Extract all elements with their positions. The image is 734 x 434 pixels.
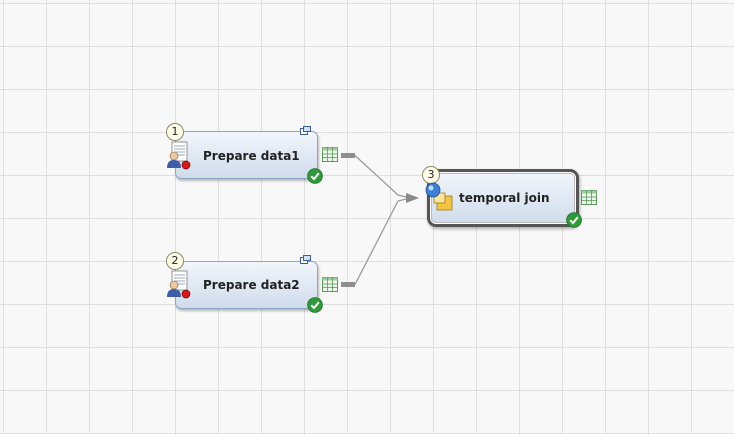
query-builder-icon — [167, 270, 191, 299]
node-number-badge: 1 — [166, 123, 184, 141]
annotation-icon[interactable] — [300, 126, 311, 135]
join-icon — [425, 182, 453, 211]
node-label: Prepare data2 — [203, 278, 300, 292]
node-number-badge: 3 — [422, 166, 440, 184]
check-icon — [566, 212, 582, 228]
query-builder-icon — [167, 141, 191, 170]
output-table-icon[interactable] — [581, 190, 597, 205]
connector-2-3[interactable] — [341, 198, 407, 287]
node-temporal-join[interactable]: temporal join — [427, 169, 579, 227]
check-icon — [307, 168, 323, 184]
node-prepare-data1[interactable]: Prepare data1 — [175, 131, 318, 179]
output-table-icon[interactable] — [322, 277, 338, 292]
node-label: Prepare data1 — [203, 149, 300, 163]
node-label: temporal join — [459, 191, 550, 205]
node-prepare-data2[interactable]: Prepare data2 — [175, 261, 318, 309]
annotation-icon[interactable] — [300, 255, 311, 264]
check-icon — [307, 297, 323, 313]
connector-1-3[interactable] — [341, 153, 407, 198]
output-table-icon[interactable] — [322, 147, 338, 162]
connector-arrowhead — [406, 193, 419, 203]
node-number-badge: 2 — [166, 252, 184, 270]
